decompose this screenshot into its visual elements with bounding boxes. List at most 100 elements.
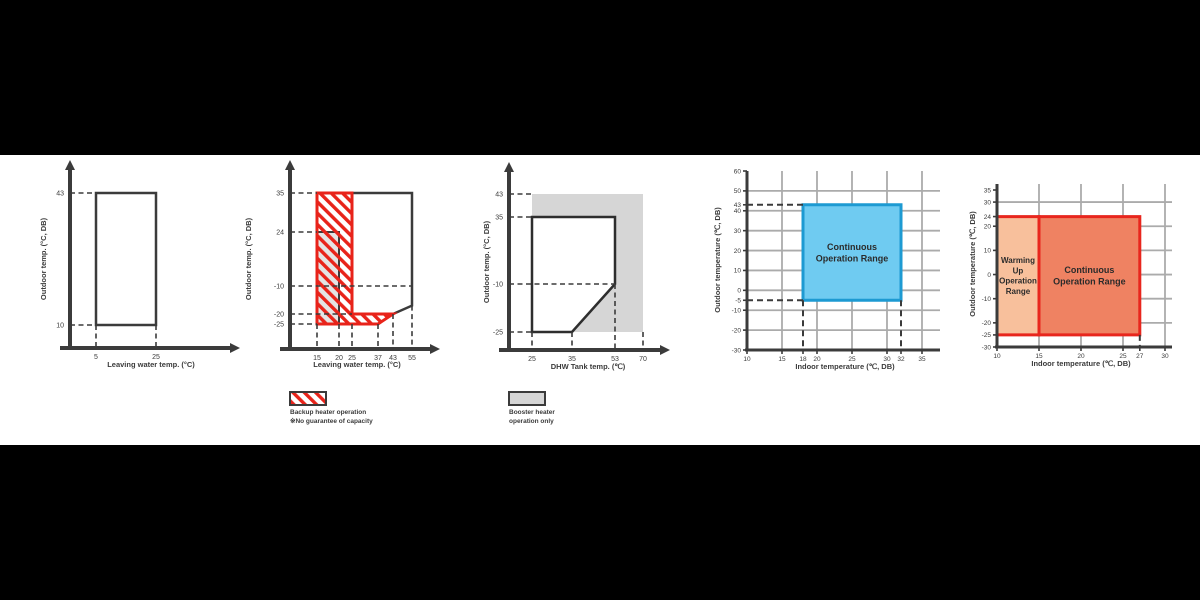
x-axis-arrow-icon (660, 345, 670, 355)
x-tick-label: 10 (993, 353, 1001, 360)
x-tick-label: 27 (1136, 353, 1144, 360)
continuous-operation-range-box (801, 203, 903, 302)
heating-operation-range-chart: WarmingUpOperationRangeContinuousOperati… (968, 184, 1172, 368)
x-tick-label: 25 (152, 354, 160, 361)
y-tick-label: 43 (56, 190, 64, 197)
legend-swatch-border (508, 391, 546, 406)
legend-swatch (509, 392, 545, 405)
x-tick-label: 20 (1077, 353, 1085, 360)
region-label: Continuous (1064, 265, 1114, 275)
x-axis-title: Indoor temperature (℃, DB) (1031, 359, 1131, 368)
x-tick-label: 25 (348, 355, 356, 362)
operation-range-outline (94, 191, 158, 327)
continuous-operation-range-box (1037, 215, 1142, 337)
region-label: Range (1006, 287, 1031, 296)
y-axis-title: Outdoor temperature (℃, DB) (713, 207, 722, 313)
y-tick-label: 30 (734, 228, 742, 235)
y-tick-label: 60 (734, 168, 742, 175)
y-tick-label: 10 (734, 268, 742, 275)
y-tick-label: -5 (735, 298, 741, 305)
x-tick-label: 37 (374, 355, 382, 362)
y-tick-label: -10 (493, 281, 503, 288)
y-tick-label: 10 (56, 322, 64, 329)
legend-label: operation only (509, 418, 554, 425)
y-tick-label: 35 (276, 190, 284, 197)
y-tick-label: 24 (984, 214, 992, 221)
y-axis-title: Outdoor temp. (°C, DB) (244, 217, 253, 300)
y-axis-arrow-icon (285, 160, 295, 170)
y-tick-label: 40 (734, 208, 742, 215)
y-tick-label: -20 (732, 327, 742, 334)
y-axis-arrow-icon (504, 162, 514, 172)
top-letterbox (0, 0, 1200, 155)
heat-pump-operation-region (530, 215, 617, 334)
y-tick-label: -10 (982, 296, 992, 303)
x-tick-label: 30 (1161, 353, 1169, 360)
x-tick-label: 10 (743, 356, 751, 363)
x-tick-label: 20 (813, 356, 821, 363)
x-tick-label: 15 (313, 355, 321, 362)
y-tick-label: 43 (734, 202, 742, 209)
x-tick-label: 18 (799, 356, 807, 363)
y-tick-label: 0 (987, 272, 991, 279)
x-tick-label: 20 (335, 355, 343, 362)
y-tick-label: -25 (493, 329, 503, 336)
x-tick-label: 25 (848, 356, 856, 363)
y-tick-label: -25 (274, 321, 284, 328)
x-tick-label: 35 (918, 356, 926, 363)
x-tick-label: 35 (568, 356, 576, 363)
y-tick-label: 20 (734, 248, 742, 255)
x-axis-title: Leaving water temp. (°C) (313, 360, 401, 369)
y-tick-label: 43 (495, 191, 503, 198)
region-label: Warming (1001, 256, 1035, 265)
y-tick-label: 20 (984, 224, 992, 231)
legend-label: Booster heater (509, 409, 555, 416)
x-axis-title: Leaving water temp. (°C) (107, 360, 195, 369)
x-tick-label: 53 (611, 356, 619, 363)
y-tick-label: 35 (984, 187, 992, 194)
x-tick-label: 70 (639, 356, 647, 363)
x-tick-label: 25 (1119, 353, 1127, 360)
y-axis-title: Outdoor temperature (℃, DB) (968, 211, 977, 317)
x-tick-label: 5 (94, 354, 98, 361)
y-axis-title: Outdoor temp. (°C, DB) (39, 217, 48, 300)
y-tick-label: -20 (982, 320, 992, 327)
region-label: Operation Range (1053, 277, 1126, 287)
x-axis-title: Indoor temperature (℃, DB) (795, 362, 895, 371)
region-label: Operation Range (816, 254, 889, 264)
x-tick-label: 15 (778, 356, 786, 363)
x-axis-arrow-icon (230, 343, 240, 353)
x-axis-title: DHW Tank temp. (℃) (551, 362, 626, 371)
x-tick-label: 25 (528, 356, 536, 363)
y-tick-label: -20 (274, 311, 284, 318)
y-tick-label: -10 (732, 308, 742, 315)
y-tick-label: 30 (984, 199, 992, 206)
backup-heater-operation-region (315, 191, 398, 326)
x-tick-label: 32 (897, 356, 905, 363)
x-tick-label: 15 (1035, 353, 1043, 360)
y-tick-label: 0 (737, 288, 741, 295)
y-axis-title: Outdoor temp. (°C, DB) (482, 220, 491, 303)
x-tick-label: 30 (883, 356, 891, 363)
region-label: Up (1013, 266, 1024, 275)
region-label: Continuous (827, 242, 877, 252)
y-tick-label: -25 (982, 332, 992, 339)
legend-label: ※No guarantee of capacity (290, 417, 373, 425)
x-axis-arrow-icon (430, 344, 440, 354)
main-operation-range-outline (339, 191, 414, 316)
y-tick-label: -30 (732, 347, 742, 354)
legend-swatch-hatch (290, 392, 326, 405)
y-tick-label: 50 (734, 188, 742, 195)
y-tick-label: 10 (984, 248, 992, 255)
y-tick-label: -30 (982, 344, 992, 351)
legend-label: Backup heater operation (290, 409, 366, 416)
y-tick-label: 24 (276, 229, 284, 236)
y-tick-label: 35 (495, 214, 503, 221)
legend-swatch-border (289, 391, 327, 406)
